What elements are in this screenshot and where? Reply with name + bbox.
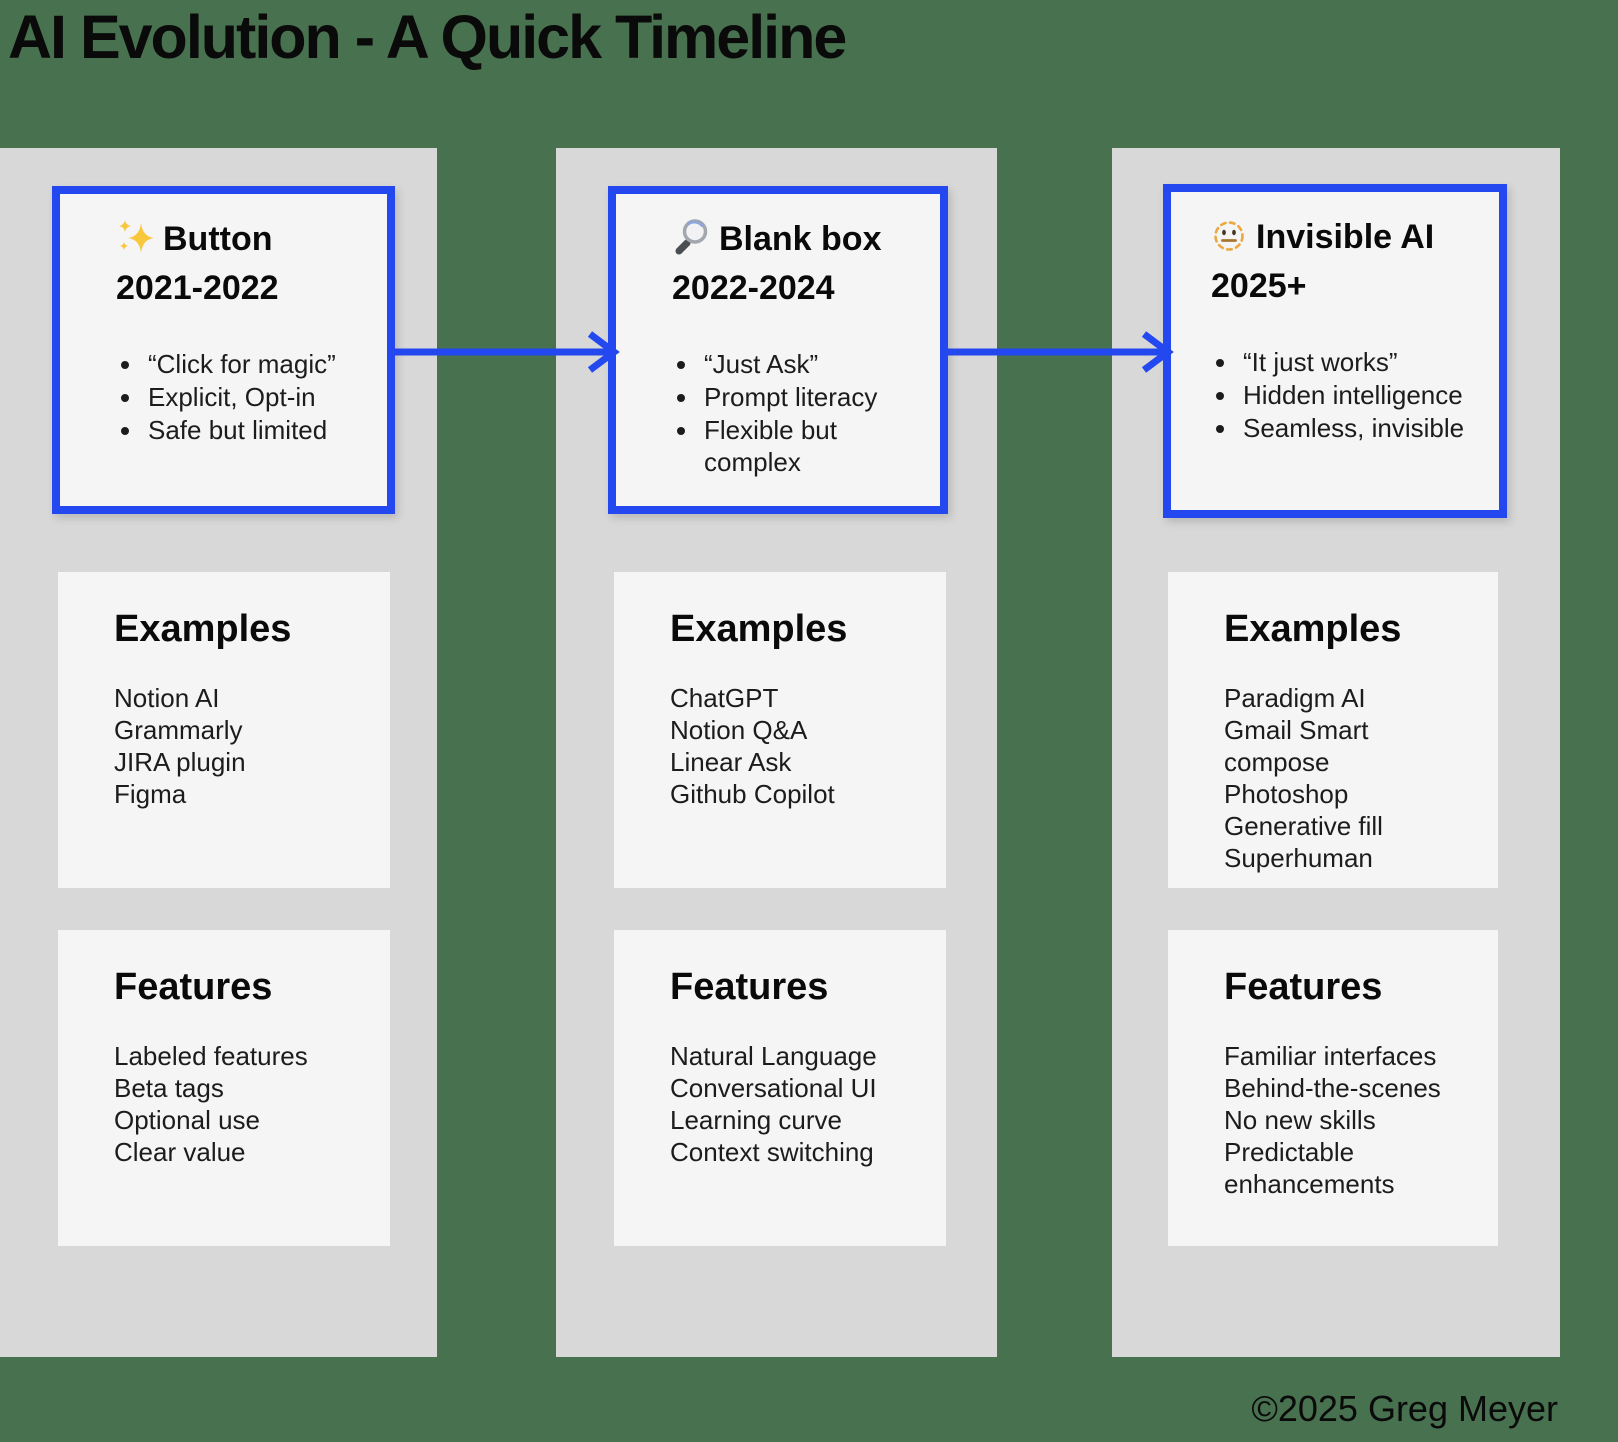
list-item: ChatGPT [670, 683, 779, 713]
list-item: Natural Language [670, 1041, 877, 1071]
card-period: 2025+ [1211, 267, 1307, 305]
timeline-column-2: Blank box 2022-2024 “Just Ask” Prompt li… [556, 148, 997, 1357]
card-heading: Blank box 2022-2024 [672, 218, 924, 310]
list-item: Superhuman [1224, 843, 1373, 873]
stage-card-button: Button 2021-2022 “Click for magic” Expli… [52, 186, 395, 514]
bullet-item: “Just Ask” [700, 348, 924, 380]
dotted-line-face-icon [1211, 218, 1247, 265]
bullet-item: Prompt literacy [700, 381, 924, 413]
list-item: Figma [114, 779, 187, 809]
card-heading: Button 2021-2022 [116, 218, 371, 310]
list-item: Gmail Smart compose [1224, 715, 1369, 777]
list-item: Optional use [114, 1105, 260, 1135]
panel-items: Labeled features Beta tags Optional use … [114, 1040, 370, 1168]
list-item: Notion Q&A [670, 715, 808, 745]
list-item: Conversational UI [670, 1073, 877, 1103]
list-item: Notion AI [114, 683, 220, 713]
timeline-column-3: Invisible AI 2025+ “It just works” Hidde… [1112, 148, 1560, 1357]
panel-items: Familiar interfaces Behind-the-scenes No… [1224, 1040, 1478, 1200]
timeline-column-1: Button 2021-2022 “Click for magic” Expli… [0, 148, 437, 1357]
bullet-item: Seamless, invisible [1239, 412, 1483, 444]
list-item: Behind-the-scenes [1224, 1073, 1441, 1103]
examples-panel: Examples Paradigm AI Gmail Smart compose… [1168, 572, 1498, 888]
page-title: AI Evolution - A Quick Timeline [8, 3, 847, 71]
bullet-item: “Click for magic” [144, 348, 371, 380]
panel-heading: Features [114, 966, 273, 1008]
stage-card-invisible-ai: Invisible AI 2025+ “It just works” Hidde… [1163, 184, 1507, 518]
bullet-item: “It just works” [1239, 346, 1483, 378]
list-item: Paradigm AI [1224, 683, 1366, 713]
card-bullet-list: “Click for magic” Explicit, Opt-in Safe … [116, 348, 371, 446]
list-item: Photoshop [1224, 779, 1349, 809]
list-item: JIRA plugin [114, 747, 246, 777]
list-item: Context switching [670, 1137, 874, 1167]
stage-card-blank-box: Blank box 2022-2024 “Just Ask” Prompt li… [608, 186, 948, 514]
arrow-stage2-to-stage3 [944, 331, 1174, 373]
panel-heading: Examples [1224, 608, 1402, 650]
list-item: No new skills [1224, 1105, 1376, 1135]
copyright-notice: ©2025 Greg Meyer [1251, 1388, 1558, 1429]
list-item: Predictable enhancements [1224, 1137, 1395, 1199]
bullet-item: Hidden intelligence [1239, 379, 1483, 411]
list-item: Learning curve [670, 1105, 842, 1135]
arrow-stage1-to-stage2 [390, 331, 620, 373]
panel-heading: Features [1224, 966, 1383, 1008]
examples-panel: Examples Notion AI Grammarly JIRA plugin… [58, 572, 390, 888]
list-item: Generative fill [1224, 811, 1383, 841]
panel-items: ChatGPT Notion Q&A Linear Ask Github Cop… [670, 682, 926, 810]
bullet-item: Explicit, Opt-in [144, 381, 371, 413]
list-item: Linear Ask [670, 747, 792, 777]
card-bullet-list: “Just Ask” Prompt literacy Flexible but … [672, 348, 924, 478]
magnifying-glass-icon [672, 218, 710, 267]
card-period: 2021-2022 [116, 269, 279, 307]
list-item: Github Copilot [670, 779, 835, 809]
list-item: Clear value [114, 1137, 246, 1167]
bullet-item: Flexible but complex [700, 414, 924, 478]
card-bullet-list: “It just works” Hidden intelligence Seam… [1211, 346, 1483, 444]
list-item: Grammarly [114, 715, 243, 745]
features-panel: Features Labeled features Beta tags Opti… [58, 930, 390, 1246]
panel-items: Notion AI Grammarly JIRA plugin Figma [114, 682, 370, 810]
card-title-text: Blank box [719, 220, 882, 258]
panel-heading: Examples [670, 608, 848, 650]
list-item: Familiar interfaces [1224, 1041, 1437, 1071]
features-panel: Features Natural Language Conversational… [614, 930, 946, 1246]
panel-heading: Features [670, 966, 829, 1008]
panel-items: Natural Language Conversational UI Learn… [670, 1040, 926, 1168]
card-heading: Invisible AI 2025+ [1211, 216, 1483, 308]
examples-panel: Examples ChatGPT Notion Q&A Linear Ask G… [614, 572, 946, 888]
list-item: Beta tags [114, 1073, 224, 1103]
card-period: 2022-2024 [672, 269, 835, 307]
bullet-item: Safe but limited [144, 414, 371, 446]
card-title-text: Button [163, 220, 273, 258]
panel-heading: Examples [114, 608, 292, 650]
panel-items: Paradigm AI Gmail Smart compose Photosho… [1224, 682, 1478, 874]
sparkles-icon [116, 218, 154, 267]
card-title-text: Invisible AI [1256, 218, 1435, 256]
features-panel: Features Familiar interfaces Behind-the-… [1168, 930, 1498, 1246]
list-item: Labeled features [114, 1041, 308, 1071]
